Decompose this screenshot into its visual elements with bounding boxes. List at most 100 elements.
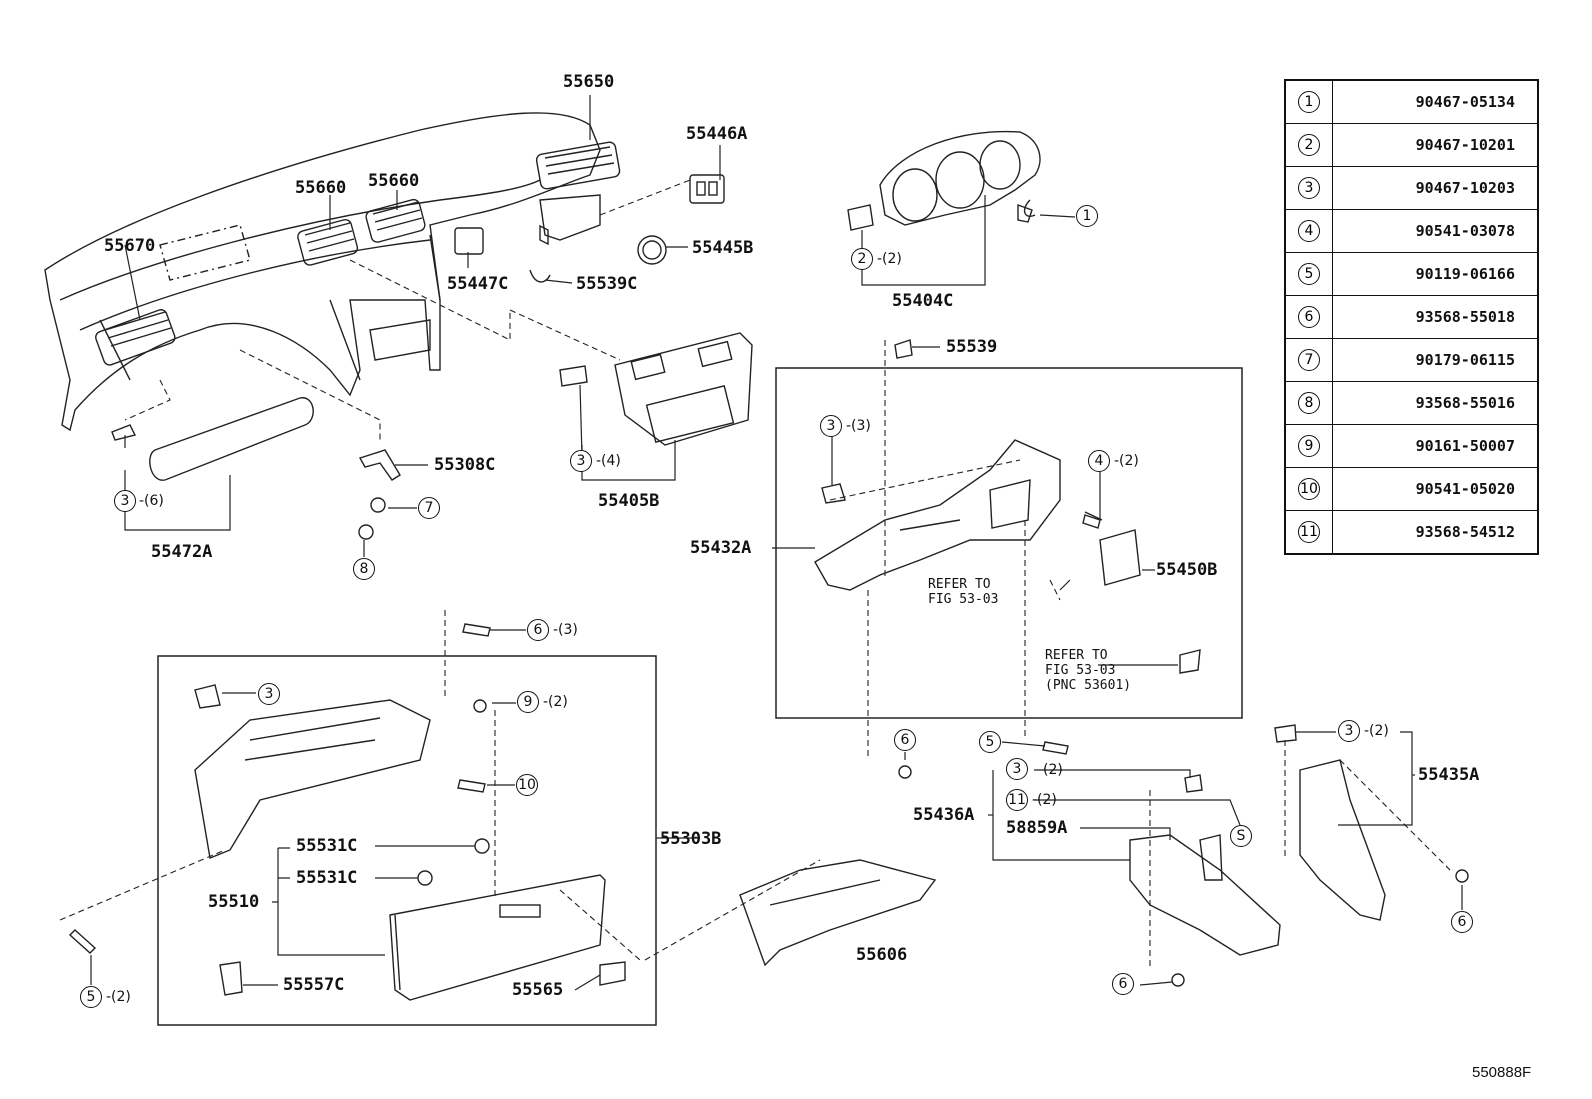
side-panels-drawing [1129, 724, 1386, 956]
parts-table-row: 4 90541-03078 [1284, 209, 1539, 253]
parts-table-ref-cell: 5 [1284, 252, 1333, 296]
parts-table-ref-cell: 4 [1284, 209, 1333, 253]
callout-6-right: 6 [1451, 911, 1473, 933]
label-55531C-upper: 55531C [296, 836, 358, 856]
instrument-panel-drawing [44, 112, 725, 432]
label-55446A: 55446A [686, 124, 748, 144]
parts-table-row: 8 93568-55016 [1284, 381, 1539, 425]
leader-lines [59, 179, 1451, 970]
lower-panel-drawing [814, 339, 1201, 674]
callout-5-upper: 5 [979, 731, 1001, 753]
parts-table-ref-number: 3 [1298, 177, 1320, 199]
parts-table-ref-cell: 1 [1284, 79, 1333, 124]
label-55650: 55650 [563, 72, 615, 92]
label-55539: 55539 [946, 337, 998, 357]
qty-3-cluster: -(4) [596, 453, 621, 469]
parts-table-ref-cell: 3 [1284, 166, 1333, 210]
callout-10: 10 [516, 774, 538, 796]
callout-6-side: 6 [1112, 973, 1134, 995]
qty-3-right: -(2) [1364, 723, 1389, 739]
qty-3-side: (2) [1043, 762, 1063, 778]
callout-3-kneepad: 3 [114, 490, 136, 512]
label-55606: 55606 [856, 945, 908, 965]
undercover-drawing [739, 859, 937, 967]
label-55436A: 55436A [913, 805, 975, 825]
meter-hood-drawing [847, 130, 1041, 231]
parts-table-ref-cell: 6 [1284, 295, 1333, 339]
callout-8: 8 [353, 558, 375, 580]
parts-table-ref-number: 4 [1298, 220, 1320, 242]
label-55308C: 55308C [434, 455, 496, 475]
qty-5-lower: -(2) [106, 989, 131, 1005]
parts-table-part-number: 93568-54512 [1332, 510, 1539, 555]
parts-table-row: 7 90179-06115 [1284, 338, 1539, 382]
parts-table-ref-number: 1 [1298, 91, 1320, 113]
callout-3-glovebox: 3 [258, 683, 280, 705]
callout-4: 4 [1088, 450, 1110, 472]
label-55670: 55670 [104, 236, 156, 256]
callout-3-right: 3 [1338, 720, 1360, 742]
label-55557C: 55557C [283, 975, 345, 995]
callout-7: 7 [418, 497, 440, 519]
note-refer-fig-53-03-pnc: REFER TO FIG 53-03 (PNC 53601) [1045, 648, 1132, 693]
label-55432A: 55432A [690, 538, 752, 558]
callout-s: S [1230, 825, 1252, 847]
qty-3-kneepad: -(6) [139, 493, 164, 509]
label-55450B: 55450B [1156, 560, 1218, 580]
parts-table-ref-number: 2 [1298, 134, 1320, 156]
knee-pad-drawing [111, 397, 314, 481]
callout-11: 11 [1006, 789, 1028, 811]
parts-table-ref-number: 9 [1298, 435, 1320, 457]
callout-9: 9 [517, 691, 539, 713]
parts-table-ref-cell: 7 [1284, 338, 1333, 382]
note-refer-fig-53-03: REFER TO FIG 53-03 [928, 577, 999, 607]
parts-table-part-number: 90179-06115 [1332, 338, 1539, 382]
qty-11: -(2) [1032, 792, 1057, 808]
parts-table-ref-number: 7 [1298, 349, 1320, 371]
label-55435A: 55435A [1418, 765, 1480, 785]
parts-table-ref-number: 8 [1298, 392, 1320, 414]
parts-table-row: 10 90541-05020 [1284, 467, 1539, 511]
label-55303B: 55303B [660, 829, 722, 849]
qty-6-glovebox: -(3) [553, 622, 578, 638]
parts-table-part-number: 93568-55016 [1332, 381, 1539, 425]
parts-table-part-number: 93568-55018 [1332, 295, 1539, 339]
parts-table-row: 2 90467-10201 [1284, 123, 1539, 167]
qty-3-lowerpanel: -(3) [846, 418, 871, 434]
parts-table-part-number: 90541-05020 [1332, 467, 1539, 511]
parts-table-part-number: 90541-03078 [1332, 209, 1539, 253]
callout-3-cluster: 3 [570, 450, 592, 472]
parts-table-ref-cell: 8 [1284, 381, 1333, 425]
qty-9: -(2) [543, 694, 568, 710]
callout-3-side: 3 [1006, 758, 1028, 780]
callout-5-lower: 5 [80, 986, 102, 1008]
label-55660-left: 55660 [295, 178, 347, 198]
callout-6-glovebox: 6 [527, 619, 549, 641]
parts-table-ref-cell: 9 [1284, 424, 1333, 468]
label-55447C: 55447C [447, 274, 509, 294]
center-cluster-panel-drawing [559, 332, 753, 446]
label-55565: 55565 [512, 980, 564, 1000]
parts-table-ref-number: 10 [1298, 478, 1320, 500]
callout-3-lowerpanel: 3 [820, 415, 842, 437]
parts-table-ref-cell: 2 [1284, 123, 1333, 167]
group-box-55432A [775, 367, 1243, 719]
label-55660-right: 55660 [368, 171, 420, 191]
callout-2: 2 [851, 248, 873, 270]
bracket-drawing [358, 449, 401, 540]
parts-table-part-number: 90467-10201 [1332, 123, 1539, 167]
label-55404C: 55404C [892, 291, 954, 311]
label-55531C-lower: 55531C [296, 868, 358, 888]
label-55472A: 55472A [151, 542, 213, 562]
parts-table-ref-cell: 10 [1284, 467, 1333, 511]
callout-1: 1 [1076, 205, 1098, 227]
qty-4: -(2) [1114, 453, 1139, 469]
glove-box-drawing [194, 684, 626, 1001]
